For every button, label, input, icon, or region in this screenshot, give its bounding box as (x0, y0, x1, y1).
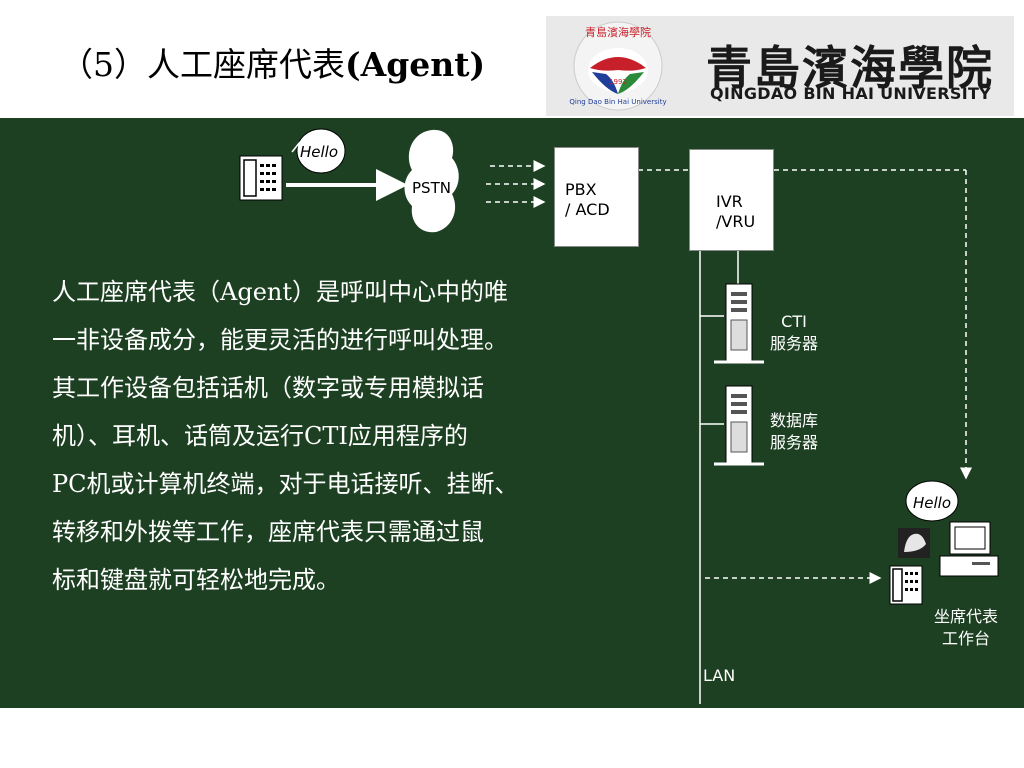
caller-hello-label: Hello (300, 143, 339, 161)
agent-hello-label: Hello (913, 494, 952, 512)
university-seal-icon: 青島濱海學院 Qing Dao Bin Hai University 1992 (569, 21, 667, 111)
content-panel (0, 118, 1024, 708)
database-server-label: 数据库 服务器 (770, 410, 818, 454)
pbx-line1: PBX (565, 180, 597, 199)
agent-hello-bubble (905, 480, 959, 522)
title-en: (Agent) (345, 45, 486, 84)
agent-workstation-label: 坐席代表 工作台 (934, 606, 998, 650)
cti-server-icon (714, 283, 764, 364)
agent-line1: 坐席代表 (934, 607, 999, 626)
paragraph-line: 转移和外拨等工作，座席代表只需通过鼠 (52, 518, 484, 546)
paragraph-line: 其工作设备包括话机（数字或专用模拟话 (52, 374, 484, 402)
paragraph-line: PC机或计算机终端，对于电话接听、挂断、 (52, 470, 519, 498)
headset-icon (898, 528, 930, 558)
cti-server-label: CTI 服务器 (770, 311, 818, 355)
pbx-acd-box (554, 147, 639, 247)
cti-line2: 服务器 (770, 334, 819, 353)
cti-line1: CTI (781, 312, 807, 331)
caller-hello-bubble (296, 128, 346, 174)
title-cn: （5）人工座席代表 (60, 45, 345, 84)
pstn-label: PSTN (412, 179, 451, 197)
ivr-line2: /VRU (716, 212, 756, 231)
description-paragraph: 人工座席代表（Agent）是呼叫中心中的唯 一非设备成分，能更灵活的进行呼叫处理… (52, 268, 652, 604)
paragraph-line: 一非设备成分，能更灵活的进行呼叫处理。 (52, 326, 508, 354)
pbx-line2: / ACD (565, 200, 610, 219)
agent-phone-icon (889, 565, 923, 605)
paragraph-line: 人工座席代表（Agent）是呼叫中心中的唯 (52, 278, 508, 306)
pbx-label: PBX / ACD (565, 180, 610, 220)
university-logo: 青島濱海學院 Qing Dao Bin Hai University 1992 … (546, 16, 1014, 116)
svg-text:1992: 1992 (609, 78, 627, 86)
paragraph-line: 机）、耳机、话筒及运行CTI应用程序的 (52, 422, 468, 450)
db-line1: 数据库 (770, 411, 819, 430)
svg-text:青島濱海學院: 青島濱海學院 (585, 25, 651, 39)
caller-phone-icon (239, 155, 283, 201)
logo-english-name: QINGDAO BIN HAI UNIVERSITY (710, 84, 992, 103)
pstn-cloud-icon (404, 129, 459, 233)
ivr-label: IVR /VRU (716, 192, 755, 232)
logo-chinese-name: 青島濱海學院 (706, 41, 994, 95)
paragraph-line: 标和键盘就可轻松地完成。 (52, 566, 340, 594)
lan-label: LAN (703, 666, 736, 685)
ivr-vru-box (689, 149, 774, 251)
svg-text:Qing Dao Bin Hai University: Qing Dao Bin Hai University (569, 98, 666, 106)
database-server-icon (714, 385, 764, 466)
agent-line2: 工作台 (942, 629, 991, 648)
computer-icon (939, 521, 999, 577)
page-title: （5）人工座席代表(Agent) (60, 38, 485, 86)
db-line2: 服务器 (770, 433, 819, 452)
pbx-to-agent-dashed-line (638, 169, 972, 584)
ivr-line1: IVR (716, 192, 743, 211)
